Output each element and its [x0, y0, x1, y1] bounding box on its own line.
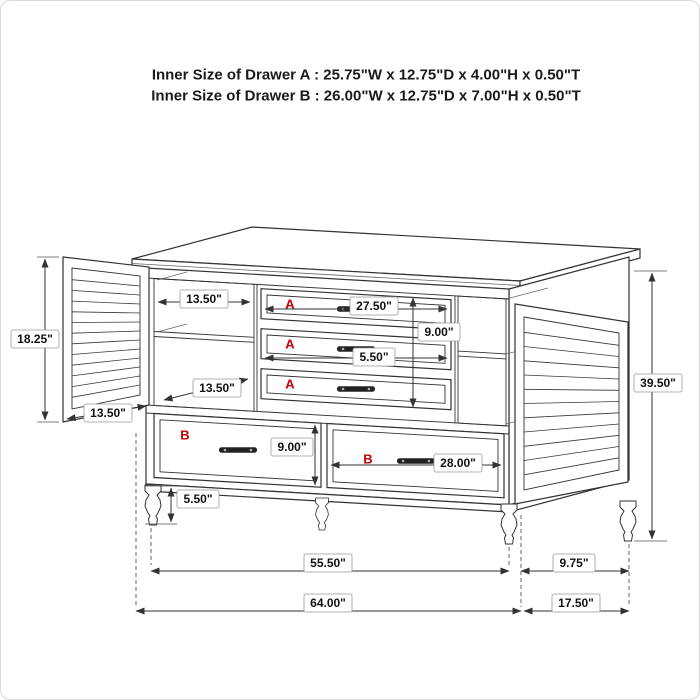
dim-drawer-b-width-label: 28.00" — [440, 456, 476, 470]
dresser-drawing: A A A B — [62, 226, 641, 545]
louver-slat-line — [523, 346, 620, 357]
drawer-b2-label: B — [363, 452, 372, 467]
foot-center — [315, 497, 329, 531]
louver-slat-line — [71, 300, 141, 305]
dim-door-width-label: 13.50" — [90, 406, 126, 420]
dim-left-opening-width-label: 13.50" — [186, 292, 222, 306]
drawer-b1-label: B — [180, 428, 189, 443]
louver-slat-line — [71, 290, 141, 296]
louver-slat-line — [71, 311, 141, 314]
louver-slat-line — [71, 339, 141, 345]
louver-slat-line — [523, 374, 620, 380]
drawer-b-inner-size-text: Inner Size of Drawer B : 26.00"W x 12.75… — [151, 87, 580, 104]
dim-leg-span-width-label: 55.50" — [310, 556, 346, 570]
dim-overall-height: 39.50" — [633, 270, 683, 542]
louver-slat-line — [71, 366, 141, 377]
left-door — [62, 256, 150, 423]
dim-overall-depth-label: 17.50" — [558, 596, 594, 610]
louver-slat-line — [523, 388, 620, 391]
dim-drawer-a-opening-width: 27.50" — [264, 296, 448, 316]
dim-drawer-b-height-label: 9.00" — [277, 440, 306, 454]
louver-slat-line — [71, 384, 141, 398]
right-door-louvers — [523, 331, 620, 476]
dim-drawer-a-front-height: 5.50" — [264, 347, 448, 367]
drawer-b1: B — [153, 412, 322, 488]
dim-drawer-a-front-height-label: 5.50" — [359, 350, 388, 364]
louver-slat-line — [523, 401, 620, 404]
extension-lines — [135, 433, 630, 607]
drawer-a-inner-size-text: Inner Size of Drawer A : 25.75"W x 12.75… — [152, 66, 580, 83]
louver-slat-line — [523, 360, 620, 369]
drawer-b2-handle — [397, 458, 435, 464]
dim-leg-span-width: 55.50" — [150, 553, 510, 575]
dim-drawer-b-height: 9.00" — [270, 424, 319, 486]
dim-shelf-depth-label: 13.50" — [199, 381, 235, 395]
dim-drawer-b-width: 28.00" — [330, 453, 502, 473]
louver-slat-line — [71, 357, 141, 366]
dim-side-leg-span-label: 9.75" — [559, 556, 588, 570]
drawer-a3: A — [260, 368, 452, 411]
dim-overall-height-label: 39.50" — [640, 376, 676, 390]
foot-back-right — [619, 500, 637, 542]
foot-front-right — [500, 503, 518, 545]
dim-side-leg-span: 9.75" — [520, 553, 630, 575]
louver-slat-line — [523, 434, 620, 447]
dim-left-opening-width: 13.50" — [157, 289, 251, 309]
left-door-louvers — [71, 279, 141, 398]
right-door — [514, 303, 629, 505]
foot-front-left — [144, 484, 162, 526]
dim-drawer-a-opening-width-label: 27.50" — [356, 299, 392, 313]
louver-slat-line — [71, 375, 141, 387]
dim-door-height: 18.25" — [10, 256, 60, 423]
drawer-a2-label: A — [285, 337, 295, 352]
drawer-a3-label: A — [285, 377, 295, 392]
dim-door-height-label: 18.25" — [17, 332, 53, 346]
dim-drawer-a-stack-height-label: 9.00" — [424, 325, 453, 339]
dim-shelf-depth: 13.50" — [163, 377, 249, 402]
dim-foot-height: 5.50" — [145, 485, 220, 525]
louver-slat-line — [71, 279, 141, 287]
louver-slat-line — [523, 423, 620, 433]
louver-slat-line — [71, 321, 141, 323]
louver-slat-line — [523, 457, 620, 476]
dim-overall-width-label: 64.00" — [310, 596, 346, 610]
louver-slat-line — [71, 330, 141, 334]
louver-slat-line — [523, 412, 620, 419]
drawer-b1-handle — [219, 447, 257, 453]
dim-door-width: 13.50" — [66, 403, 147, 423]
louver-slat-line — [523, 331, 620, 346]
drawer-a1-label: A — [285, 297, 295, 312]
louver-slat-line — [523, 446, 620, 461]
dim-foot-height-label: 5.50" — [183, 492, 212, 506]
dim-drawer-a-stack-height: 9.00" — [409, 297, 461, 408]
dim-overall-width: 64.00" — [135, 593, 522, 615]
louver-slat-line — [71, 348, 141, 355]
dim-overall-depth: 17.50" — [523, 593, 630, 615]
drawer-b2: B — [326, 422, 505, 499]
drawer-a3-handle — [337, 386, 375, 392]
